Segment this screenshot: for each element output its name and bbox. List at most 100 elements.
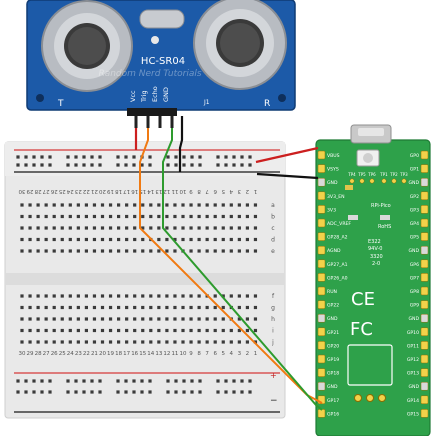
rail-hole — [232, 163, 236, 167]
breadboard-hole — [36, 249, 40, 253]
rail-hole — [240, 155, 244, 159]
rail-hole — [116, 379, 120, 383]
rail-hole — [124, 379, 128, 383]
breadboard-hole — [108, 305, 113, 310]
breadboard-hole — [157, 203, 161, 207]
breadboard-hole — [173, 305, 177, 310]
mfg-text-2: E322 — [368, 239, 381, 245]
breadboard-hole — [125, 237, 129, 242]
breadboard-hole — [253, 317, 258, 321]
pico-right-pin-label: GND — [408, 384, 419, 390]
breadboard-hole — [20, 340, 24, 344]
pico-right-pin-label: GP3 — [410, 207, 419, 213]
pico-right-pin-label: GP6 — [410, 262, 419, 268]
rail-hole — [224, 390, 228, 394]
breadboard-hole — [68, 203, 72, 207]
pico-right-pin-label: GP15 — [407, 411, 419, 417]
breadboard-hole — [68, 249, 72, 253]
column-number-label: 21 — [91, 188, 98, 194]
breadboard-hole — [44, 237, 48, 242]
row-letter-label: f — [272, 293, 275, 300]
breadboard-hole — [108, 294, 113, 298]
breadboard-hole — [157, 328, 161, 333]
pico-pin-pad — [317, 150, 326, 160]
breadboard-hole — [237, 305, 241, 310]
pico-pin-pad — [317, 259, 326, 269]
rail-hole — [66, 379, 70, 383]
rail-hole — [116, 390, 120, 394]
breadboard-hole — [125, 305, 129, 310]
breadboard-hole — [221, 249, 225, 253]
breadboard-hole — [100, 328, 105, 333]
breadboard-hole — [189, 328, 193, 333]
breadboard-hole — [100, 249, 105, 253]
breadboard-hole — [165, 294, 169, 298]
column-number-label: 28 — [34, 188, 41, 194]
rail-hole — [166, 390, 170, 394]
breadboard-hole — [52, 249, 56, 253]
column-number-label: 27 — [42, 188, 49, 194]
breadboard-hole — [44, 249, 48, 253]
breadboard-hole — [133, 203, 137, 207]
breadboard-hole — [229, 214, 233, 219]
column-number-label: 9 — [189, 351, 193, 357]
breadboard-hole — [213, 317, 217, 321]
row-letter-label: h — [271, 316, 275, 323]
breadboard-hole — [76, 328, 80, 333]
breadboard-hole — [189, 305, 193, 310]
breadboard-hole — [28, 249, 32, 253]
breadboard-hole — [165, 317, 169, 321]
rail-hole — [74, 390, 78, 394]
rail-hole — [166, 155, 170, 159]
breadboard-hole — [28, 328, 32, 333]
breadboard-hole — [165, 237, 169, 242]
rail-hole — [182, 163, 186, 167]
breadboard-hole — [173, 249, 177, 253]
breadboard-hole — [165, 203, 169, 207]
row-letter-label: g — [271, 305, 275, 312]
breadboard-hole — [20, 237, 24, 242]
breadboard-hole — [68, 237, 72, 242]
breadboard-hole — [229, 328, 233, 333]
breadboard-hole — [165, 305, 169, 310]
pico-pin-pad — [420, 354, 429, 364]
rail-hole — [74, 155, 78, 159]
column-number-label: 26 — [51, 351, 58, 357]
row-letter-label: d — [271, 237, 275, 244]
breadboard-hole — [84, 203, 88, 207]
rail-hole — [198, 163, 202, 167]
breadboard-hole — [76, 340, 80, 344]
breadboard-hole — [181, 328, 185, 333]
rail-hole — [216, 379, 220, 383]
breadboard-hole — [117, 237, 121, 242]
breadboard-hole — [213, 203, 217, 207]
breadboard-hole — [84, 328, 88, 333]
breadboard-hole — [181, 203, 185, 207]
breadboard-hole — [189, 249, 193, 253]
breadboard-hole — [133, 294, 137, 298]
column-number-label: 18 — [115, 188, 122, 194]
breadboard-hole — [237, 340, 241, 344]
column-number-label: 18 — [115, 351, 122, 357]
column-number-label: 20 — [99, 351, 106, 357]
breadboard-hole — [133, 340, 137, 344]
breadboard-hole — [108, 328, 113, 333]
breadboard-hole — [165, 328, 169, 333]
rail-hole — [90, 163, 94, 167]
column-number-label: 7 — [205, 188, 209, 194]
pico-pin-pad — [317, 164, 326, 173]
breadboard-hole — [36, 214, 40, 219]
breadboard-hole — [117, 328, 121, 333]
breadboard-hole — [205, 340, 209, 344]
column-number-label: 2 — [246, 351, 250, 357]
rail-hole — [240, 390, 244, 394]
breadboard-hole — [157, 294, 161, 298]
mfg-text-1: RoHS — [378, 224, 391, 230]
breadboard-hole — [197, 237, 201, 242]
pico-pin-pad — [317, 313, 326, 323]
breadboard-hole — [20, 214, 24, 219]
pico-pin-pad — [420, 409, 429, 418]
terminal-holes-bottom — [20, 294, 258, 344]
breadboard-hole — [76, 214, 80, 219]
breadboard-hole — [205, 328, 209, 333]
